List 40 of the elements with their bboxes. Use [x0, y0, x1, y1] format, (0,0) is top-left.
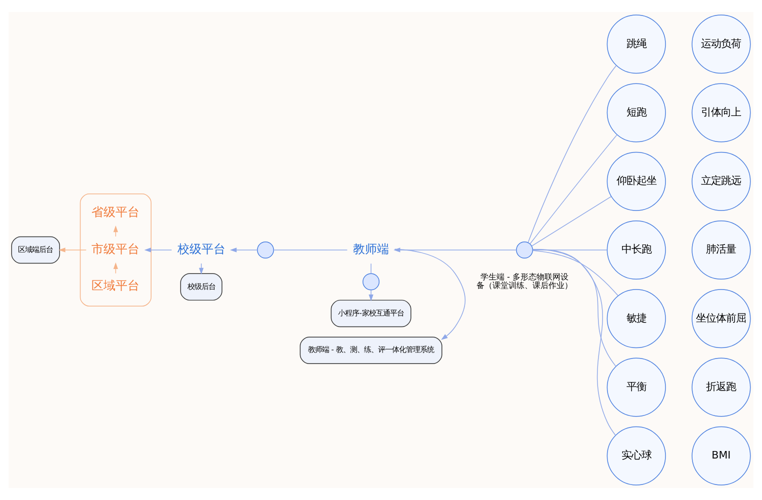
- node-circle: 中长跑: [606, 220, 666, 280]
- node-text: 省级平台: [92, 204, 140, 219]
- node-circle: 坐位体前屈: [692, 289, 751, 348]
- connector: [528, 65, 617, 243]
- connector: [532, 248, 616, 436]
- node-box: 教师端 - 教、测、练、评一体化管理系统: [300, 336, 442, 364]
- node-circle: 折返跑: [692, 358, 751, 417]
- connector: [530, 134, 618, 244]
- node-circle: [516, 242, 534, 258]
- arrow: [394, 248, 466, 340]
- arrow: [58, 248, 86, 252]
- node-circle: 引体向上: [692, 83, 751, 142]
- connector: [532, 249, 616, 367]
- connector: [532, 250, 618, 296]
- node-box: 区域端后台: [11, 236, 60, 264]
- arrow: [368, 290, 374, 302]
- connector: [531, 196, 612, 246]
- arrow: [230, 248, 258, 252]
- arrow: [394, 248, 517, 252]
- node-circle: [362, 273, 380, 290]
- node-text: 市级平台: [92, 242, 140, 256]
- connector: [370, 263, 372, 274]
- node-circle: [257, 242, 274, 258]
- node-circle: 实心球: [606, 426, 666, 486]
- node-circle: 肺活量: [692, 220, 751, 280]
- node-circle: 跳绳: [606, 14, 666, 74]
- arrow: [144, 248, 172, 252]
- node-circle: 立定跳远: [692, 152, 751, 211]
- node-text: 教师端: [353, 242, 390, 256]
- node-text: 区域平台: [92, 278, 140, 293]
- node-circle: 平衡: [606, 358, 666, 417]
- node-box: 校级后台: [180, 273, 222, 301]
- node-circle: 仰卧起坐: [606, 152, 666, 211]
- node-circle: 敏捷: [606, 289, 666, 348]
- node-box: 小程序-家校互通平台: [330, 300, 412, 328]
- node-circle: 短跑: [606, 83, 666, 142]
- node-circle: BMI: [692, 426, 751, 486]
- node-label: 学生端 - 多形态物联网设备（课堂训练、课后作业）: [476, 271, 573, 290]
- node-text: 校级平台: [177, 242, 226, 256]
- node-circle: 运动负荷: [692, 14, 751, 74]
